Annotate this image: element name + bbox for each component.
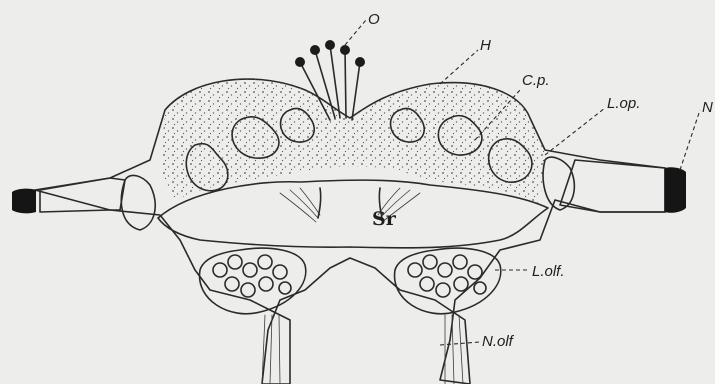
label-nolf: N.olf: [482, 333, 515, 350]
fibre-tracts: [280, 188, 420, 222]
right-optic-stalk: [560, 160, 665, 212]
right-nerve-cap: [665, 167, 686, 213]
label-n: N: [702, 99, 713, 116]
olfactory-nerves: [262, 315, 463, 384]
label-h: H: [480, 37, 491, 54]
label-cp: C.p.: [522, 72, 550, 89]
label-lolf: L.olf.: [532, 263, 565, 280]
dorsal-dotted-region: [160, 79, 545, 205]
label-sr: Sr: [372, 208, 397, 230]
label-o: O: [368, 11, 380, 28]
left-nerve-cap: [12, 189, 36, 214]
label-lop: L.op.: [607, 95, 640, 112]
